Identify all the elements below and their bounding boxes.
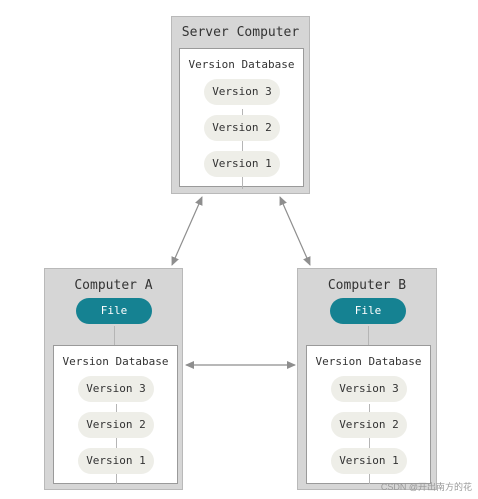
computer-b-version-2: Version 2 [331,412,407,438]
server-computer-panel: Server Computer Version Database Version… [171,16,310,194]
computer-b-file-connector [368,326,369,345]
server-version-1: Version 1 [204,151,280,177]
computer-a-version-2: Version 2 [78,412,154,438]
computer-a-file-connector [114,326,115,345]
server-version-connector [242,109,243,189]
computer-a-version-3: Version 3 [78,376,154,402]
computer-a-version-connector [116,404,117,484]
computer-a-version-database: Version Database Version 3 Version 2 Ver… [53,345,178,484]
computer-b-version-3: Version 3 [331,376,407,402]
computer-a-panel: Computer A File Version Database Version… [44,268,183,490]
computer-a-file: File [76,298,152,324]
computer-a-title: Computer A [74,278,153,293]
watermark: CSDN @开出南方的花 [380,482,472,492]
computer-b-file: File [330,298,406,324]
server-version-3: Version 3 [204,79,280,105]
arrow-server-to-computer-b [279,196,311,266]
computer-b-title: Computer B [327,278,407,293]
computer-b-version-1: Version 1 [331,448,407,474]
arrow-server-to-computer-a [171,196,203,266]
server-computer-title: Server Computer [181,25,300,40]
server-version-database: Version Database Version 3 Version 2 Ver… [179,48,304,189]
computer-b-version-database: Version Database Version 3 Version 2 Ver… [306,345,431,484]
server-version-2: Version 2 [204,115,280,141]
server-version-database-title: Version Database [188,58,295,71]
computer-b-version-connector [369,404,370,484]
computer-a-version-database-title: Version Database [62,355,169,368]
computer-b-version-database-title: Version Database [315,355,422,368]
computer-a-version-1: Version 1 [78,448,154,474]
computer-b-panel: Computer B File Version Database Version… [297,268,437,490]
